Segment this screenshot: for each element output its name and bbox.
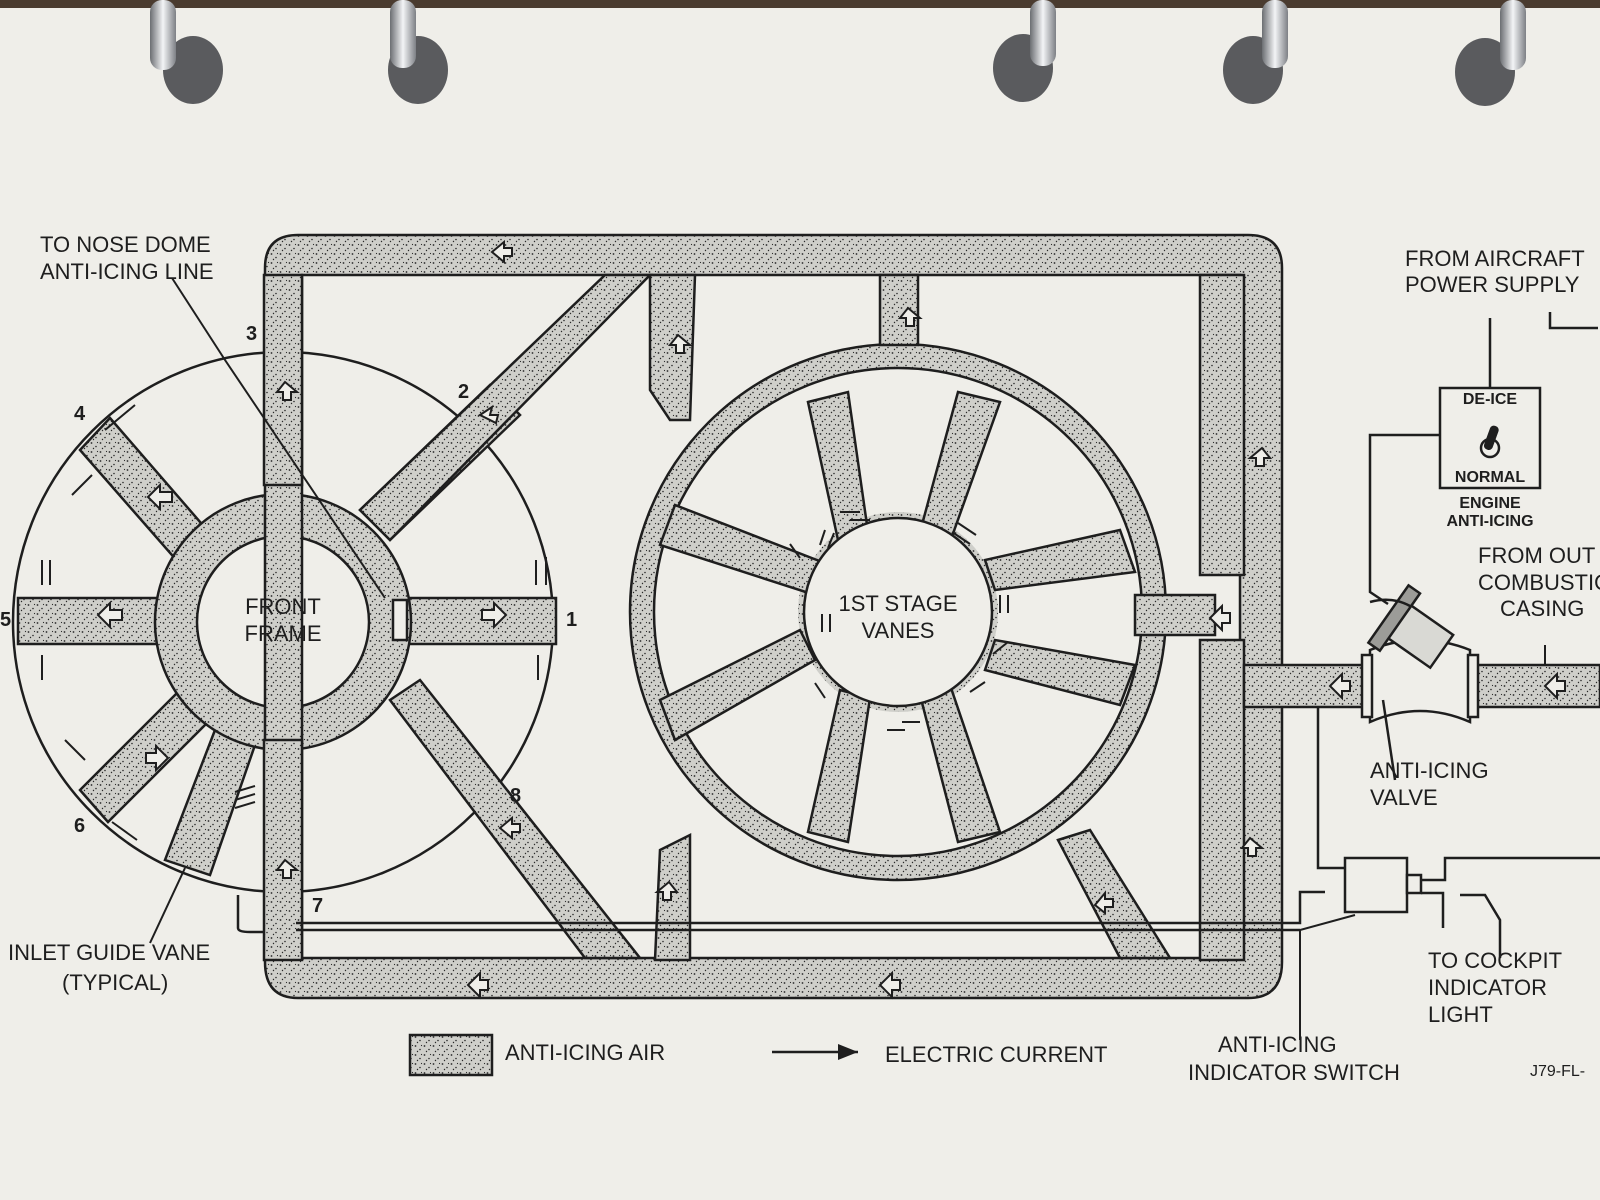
first-stage-vanes-assembly [628,342,1168,882]
combustion-label-1: FROM OUT [1478,543,1595,568]
strut-number-1: 1 [566,609,577,631]
cockpit-label-3: LIGHT [1428,1002,1493,1027]
strut-number-3: 3 [246,323,257,345]
switch-caption-1: ENGINE [1459,495,1521,512]
power-supply-label-1: FROM AIRCRAFT [1405,246,1585,271]
anti-icing-valve [1360,583,1480,724]
strut-number-8: 8 [510,785,521,807]
strut-numbers: 1 2 3 4 5 6 7 8 [0,323,577,917]
power-supply-label-2: POWER SUPPLY [1405,272,1580,297]
strut-number-7: 7 [312,895,323,917]
stage-vanes-label-1: 1ST STAGE [838,591,957,616]
strut-number-5: 5 [0,609,11,631]
engine-anti-icing-switch [1438,386,1542,490]
electric-current-wiring [236,312,1600,958]
nose-dome-label-1: TO NOSE DOME [40,232,211,257]
legend-air-label: ANTI-ICING AIR [505,1040,665,1065]
strut-number-6: 6 [74,815,85,837]
vane-outflow-arrows [41,404,1009,841]
combustion-label-3: CASING [1500,596,1584,621]
inlet-guide-vane-label-2: (TYPICAL) [62,970,168,995]
indicator-switch-label-2: INDICATOR SWITCH [1188,1060,1400,1085]
strut-number-4: 4 [74,403,86,425]
nose-dome-label-2: ANTI-ICING LINE [40,259,214,284]
binding-rings [0,0,1600,106]
strut-number-2: 2 [458,381,469,403]
flow-arrows [96,239,1566,1000]
stage-vanes-label-2: VANES [862,618,935,643]
inlet-guide-vane-label-1: INLET GUIDE VANE [8,940,210,965]
legend: ANTI-ICING AIR ELECTRIC CURRENT [408,1033,1107,1077]
leader-lines [149,277,1546,1040]
cockpit-label-2: INDICATOR [1428,975,1547,1000]
labels: TO NOSE DOME ANTI-ICING LINE FRONT FRAME… [8,232,1600,1085]
indicator-switch-label-1: ANTI-ICING [1218,1032,1337,1057]
legend-current-label: ELECTRIC CURRENT [885,1042,1107,1067]
switch-normal-label: NORMAL [1455,469,1525,486]
drawing-number: J79-FL- [1530,1063,1585,1080]
switch-caption-2: ANTI-ICING [1446,513,1533,530]
legend-current-arrow-icon [772,1044,858,1060]
front-frame-label-1: FRONT [245,594,321,619]
valve-label-1: ANTI-ICING [1370,758,1489,783]
cockpit-label-1: TO COCKPIT [1428,948,1562,973]
valve-label-2: VALVE [1370,785,1438,810]
front-frame-label-2: FRAME [245,621,322,646]
legend-air-swatch [408,1033,494,1077]
combustion-label-2: COMBUSTIO [1478,570,1600,595]
switch-de-ice-label: DE-ICE [1463,391,1518,408]
anti-icing-indicator-switch [1343,856,1423,914]
